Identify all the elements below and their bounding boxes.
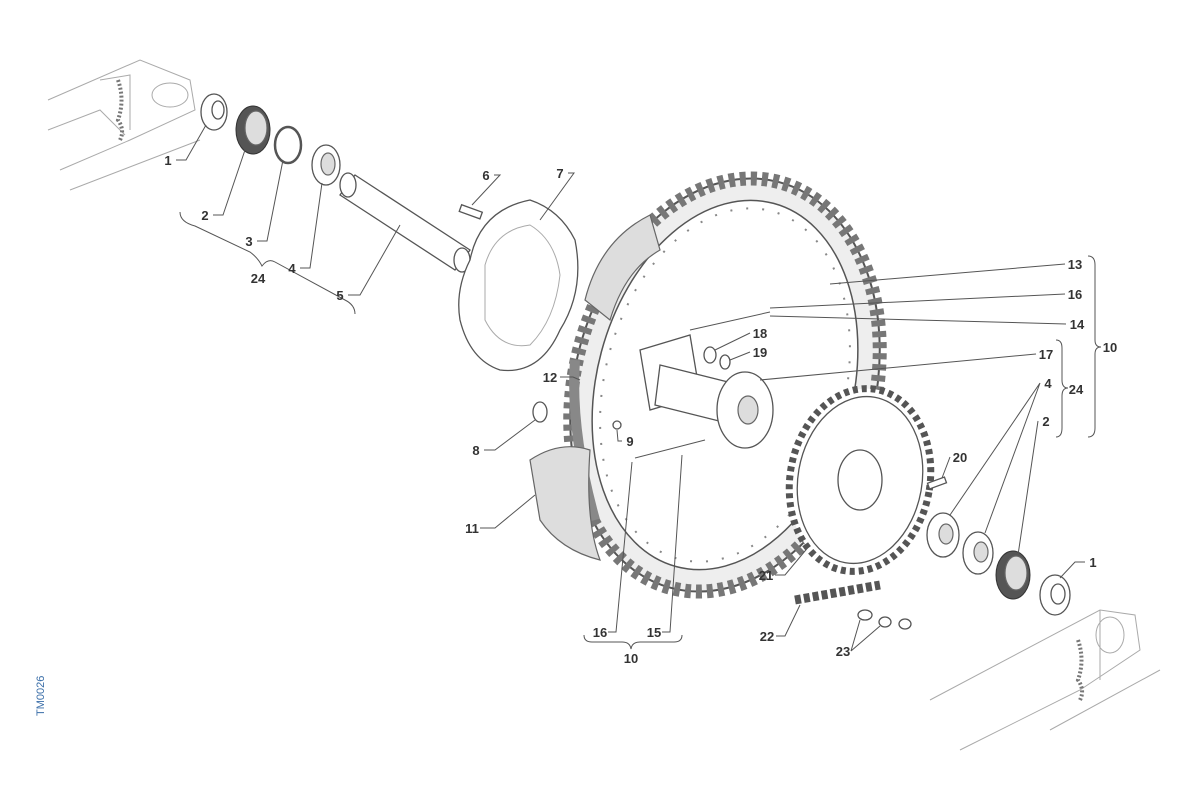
callout-5: 5 [336,288,343,303]
spacer-18 [703,346,717,364]
callout-2: 2 [201,208,208,223]
valve-8 [532,401,548,423]
chain-link-23 [857,609,912,630]
leader-lines [176,124,1102,652]
spokes [634,311,771,459]
callout-3: 3 [245,234,252,249]
right-spacer-1 [1039,574,1071,616]
left-swingarm [47,59,201,191]
callout-22: 22 [760,629,774,644]
disc-bolt-6 [458,203,484,220]
callout-19: 19 [753,345,767,360]
spacer-tube-5 [339,172,471,273]
sprocket-21 [785,385,935,575]
callout-23: 23 [836,644,850,659]
callout-1-right: 1 [1089,555,1096,570]
left-bearing-4 [311,144,341,186]
inner-tube-11 [529,214,661,561]
callout-10-bottom: 10 [624,651,638,666]
callout-13: 13 [1068,257,1082,272]
callout-labels: 1 2 3 4 24 5 6 7 8 9 11 12 13 16 14 10 1… [164,153,1117,666]
callout-4: 4 [288,261,296,276]
brake-disc-7 [458,199,579,372]
callout-14: 14 [1070,317,1085,332]
callout-12: 12 [543,370,557,385]
callout-18: 18 [753,326,767,341]
circlip-3 [273,125,303,165]
right-seal-2 [995,550,1031,600]
drawing-code: TM0026 [35,676,47,716]
callout-15: 15 [647,625,661,640]
callout-16: 16 [1068,287,1082,302]
callout-8: 8 [472,443,479,458]
callout-6: 6 [482,168,489,183]
callout-11: 11 [465,521,479,536]
callout-1: 1 [164,153,171,168]
right-bearing-4b [962,531,994,575]
callout-10: 10 [1103,340,1117,355]
callout-21: 21 [759,568,773,583]
callout-20: 20 [953,450,967,465]
right-bearing-4a [926,512,960,558]
right-swingarm [929,609,1161,751]
callout-9: 9 [626,434,633,449]
chain-22 [794,580,881,605]
callout-7: 7 [556,166,563,181]
callout-16-bottom: 16 [593,625,607,640]
nut-9 [612,420,622,430]
callout-4-right: 4 [1044,376,1052,391]
callout-24-right: 24 [1069,382,1084,397]
washer-19 [719,354,731,370]
left-seal-2 [235,105,271,155]
callout-17: 17 [1039,347,1053,362]
sprocket-bolt-20 [926,476,948,490]
callout-24: 24 [251,271,266,286]
left-spacer-1 [200,93,228,131]
callout-2-right: 2 [1042,414,1049,429]
hub [639,334,774,449]
